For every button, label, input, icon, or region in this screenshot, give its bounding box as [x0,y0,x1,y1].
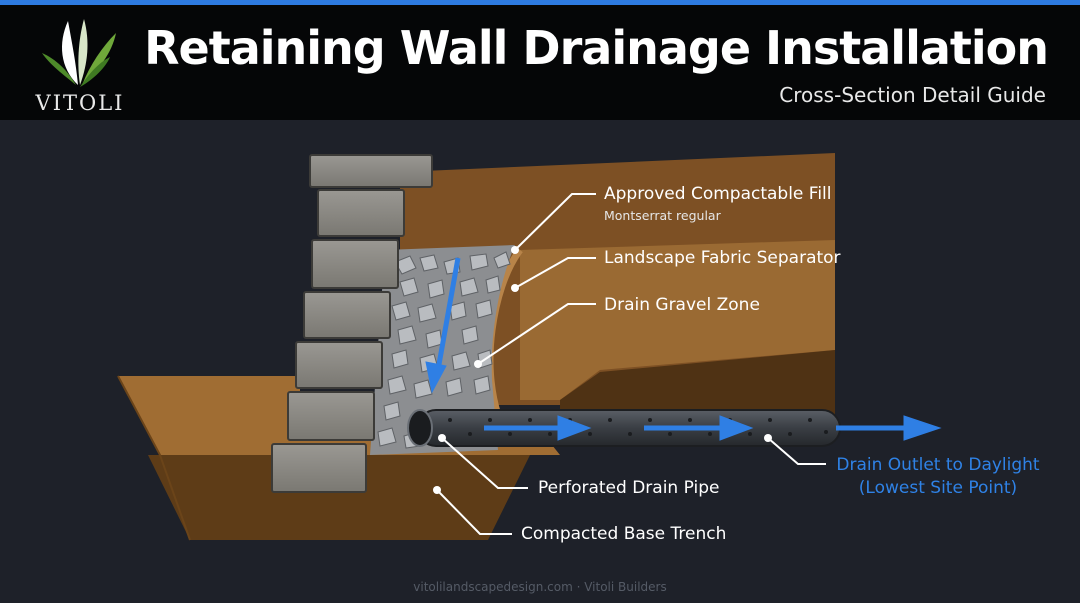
compacted-base-trench [148,455,530,540]
soil-lower-right [560,350,835,420]
label-compacted-base: Compacted Base Trench [521,524,727,544]
gravel-stones [377,251,511,449]
perforated-drain-pipe [407,409,841,447]
brand-name: VITOLI [35,91,125,115]
leaf-logo-icon [42,19,116,87]
top-accent-bar [0,0,1080,5]
label-landscape-fabric: Landscape Fabric Separator [604,248,841,268]
page-title: Retaining Wall Drainage Installation [144,21,1049,75]
label-compactable-fill-sub: Montserrat regular [604,208,721,223]
leader-dots [433,246,772,494]
footer-credit: vitolilandscapedesign.com · Vitoli Build… [413,580,667,594]
leader-lines [436,193,826,535]
label-compactable-fill: Approved Compactable Fill [604,184,832,204]
label-drain-gravel: Drain Gravel Zone [604,295,760,315]
flow-arrow-icon [425,257,942,441]
label-perforated-pipe: Perforated Drain Pipe [538,478,720,498]
page-subtitle: Cross-Section Detail Guide [779,83,1046,107]
header: VITOLI Retaining Wall Drainage Installat… [0,5,1080,120]
retaining-wall-blocks [271,154,433,493]
label-drain-outlet-line2: (Lowest Site Point) [858,478,1018,498]
label-drain-outlet-line1: Drain Outlet to Daylight [836,455,1040,475]
label-drain-outlet: Drain Outlet to Daylight (Lowest Site Po… [828,455,1048,498]
brand-logo: VITOLI [20,13,140,117]
soil-slope [520,240,835,400]
